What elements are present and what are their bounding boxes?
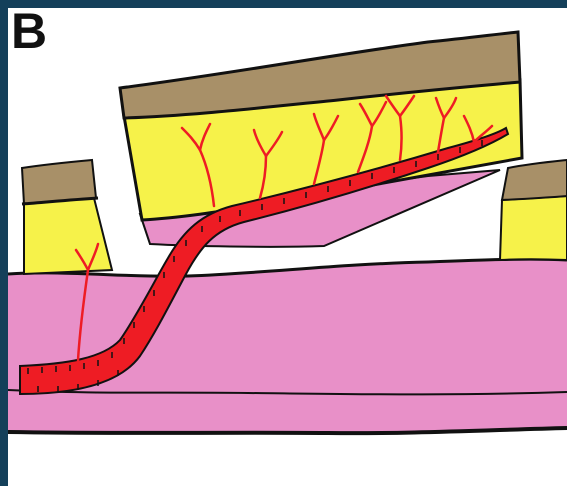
- left-block-yellow: [24, 198, 112, 274]
- diagram-panel: B: [8, 8, 567, 486]
- right-block-brown: [502, 160, 567, 200]
- right-block-yellow: [500, 196, 567, 260]
- left-block-brown: [22, 160, 96, 204]
- subsoil-layer-bottom: [8, 259, 567, 433]
- soil-cross-section-diagram: [8, 8, 567, 486]
- panel-label: B: [11, 8, 47, 56]
